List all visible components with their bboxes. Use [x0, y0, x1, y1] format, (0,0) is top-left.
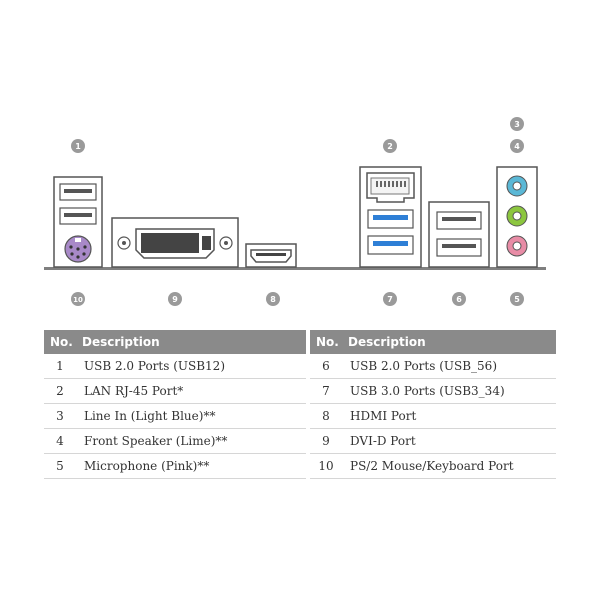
row-no: 6	[310, 354, 342, 379]
svg-text:8: 8	[270, 295, 276, 304]
row-description: USB 2.0 Ports (USB12)	[76, 354, 306, 379]
row-no: 8	[310, 403, 342, 429]
svg-text:6: 6	[456, 295, 462, 304]
svg-text:4: 4	[514, 142, 520, 151]
callout-8: 8	[266, 292, 280, 306]
svg-text:9: 9	[172, 295, 178, 304]
header-no: No.	[310, 330, 342, 354]
dvi-port	[111, 217, 239, 268]
row-description: HDMI Port	[342, 403, 556, 429]
svg-text:5: 5	[514, 295, 520, 304]
table-row: 8 HDMI Port	[310, 403, 556, 429]
header-description: Description	[342, 330, 556, 354]
description-table-right: No. Description 6 USB 2.0 Ports (USB_56)…	[310, 330, 556, 479]
table-row: 9 DVI-D Port	[310, 428, 556, 454]
table-row: 5 Microphone (Pink)**	[44, 453, 306, 479]
svg-text:2: 2	[387, 142, 393, 151]
callout-2: 2	[383, 139, 397, 153]
row-no: 4	[44, 428, 76, 454]
row-no: 10	[310, 453, 342, 479]
description-tables: No. Description 1 USB 2.0 Ports (USB12) …	[44, 330, 556, 480]
row-no: 9	[310, 428, 342, 454]
hdmi-port	[245, 243, 297, 268]
usb2-stack	[428, 201, 490, 268]
callout-1: 1	[71, 139, 85, 153]
ps2-usb-stack	[53, 176, 103, 268]
table-row: 6 USB 2.0 Ports (USB_56)	[310, 354, 556, 379]
row-description: USB 2.0 Ports (USB_56)	[342, 354, 556, 379]
table-header: No. Description	[310, 330, 556, 354]
svg-text:10: 10	[73, 296, 83, 304]
svg-text:7: 7	[387, 295, 393, 304]
table-header: No. Description	[44, 330, 306, 354]
header-no: No.	[44, 330, 76, 354]
row-description: Microphone (Pink)**	[76, 453, 306, 479]
table-row: 10 PS/2 Mouse/Keyboard Port	[310, 453, 556, 479]
table-row: 2 LAN RJ-45 Port*	[44, 378, 306, 404]
callout-5: 5	[510, 292, 524, 306]
callout-9: 9	[168, 292, 182, 306]
callout-4: 4	[510, 139, 524, 153]
svg-text:1: 1	[75, 142, 81, 151]
table-row: 1 USB 2.0 Ports (USB12)	[44, 354, 306, 379]
row-description: LAN RJ-45 Port*	[76, 378, 306, 404]
callout-6: 6	[452, 292, 466, 306]
row-no: 7	[310, 378, 342, 404]
row-description: PS/2 Mouse/Keyboard Port	[342, 453, 556, 479]
table-row: 4 Front Speaker (Lime)**	[44, 428, 306, 454]
svg-text:3: 3	[514, 120, 520, 129]
row-description: Front Speaker (Lime)**	[76, 428, 306, 454]
audio-jack-stack	[496, 166, 538, 268]
io-panel-diagram: 1 2 3 4 5 6 7 8 9 10	[44, 117, 546, 306]
callout-7: 7	[383, 292, 397, 306]
lan-usb3-stack	[359, 166, 422, 268]
table-row: 3 Line In (Light Blue)**	[44, 403, 306, 429]
description-table-left: No. Description 1 USB 2.0 Ports (USB12) …	[44, 330, 306, 479]
row-description: DVI-D Port	[342, 428, 556, 454]
row-no: 5	[44, 453, 76, 479]
row-no: 2	[44, 378, 76, 404]
table-row: 7 USB 3.0 Ports (USB3_34)	[310, 378, 556, 404]
callout-10: 10	[71, 292, 85, 306]
row-no: 1	[44, 354, 76, 379]
row-description: Line In (Light Blue)**	[76, 403, 306, 429]
header-description: Description	[76, 330, 306, 354]
row-no: 3	[44, 403, 76, 429]
panel-baseline	[44, 267, 546, 270]
row-description: USB 3.0 Ports (USB3_34)	[342, 378, 556, 404]
callout-3: 3	[510, 117, 524, 131]
